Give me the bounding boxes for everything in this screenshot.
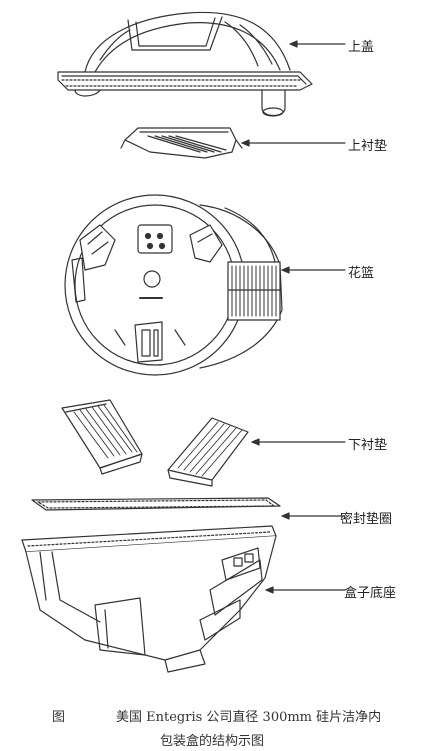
top-lid-drawing (57, 11, 313, 117)
top-cushion-arrowhead (241, 139, 250, 147)
bottom-cushion-right-drawing (167, 417, 249, 487)
bottom-cushion-arrowhead (251, 438, 260, 446)
label-top-cushion: 上衬垫 (348, 139, 388, 154)
caption-prefix: 图 (52, 710, 66, 725)
label-cassette: 花篮 (348, 266, 375, 281)
caption-line-2: 包装盒的结构示图 (160, 734, 265, 749)
cassette-drawing (64, 194, 283, 376)
box-base-arrowhead (265, 586, 274, 594)
label-top-lid: 上盖 (348, 40, 375, 55)
box-base-drawing (21, 525, 277, 673)
top-cushion-drawing (120, 127, 243, 159)
bottom-cushion-left-drawing (61, 399, 143, 475)
label-gasket: 密封垫圈 (340, 512, 393, 527)
gasket-arrowhead (281, 512, 290, 520)
cassette-arrowhead (281, 266, 290, 274)
top-lid-arrowhead (289, 40, 298, 48)
label-bottom-cushion: 下衬垫 (348, 438, 388, 453)
caption-line-1: 美国 Entegris 公司直径 300mm 硅片洁净内 (116, 710, 382, 725)
label-box-base: 盒子底座 (344, 586, 397, 601)
gasket-drawing (31, 497, 281, 511)
exploded-view-diagram (21, 11, 346, 673)
